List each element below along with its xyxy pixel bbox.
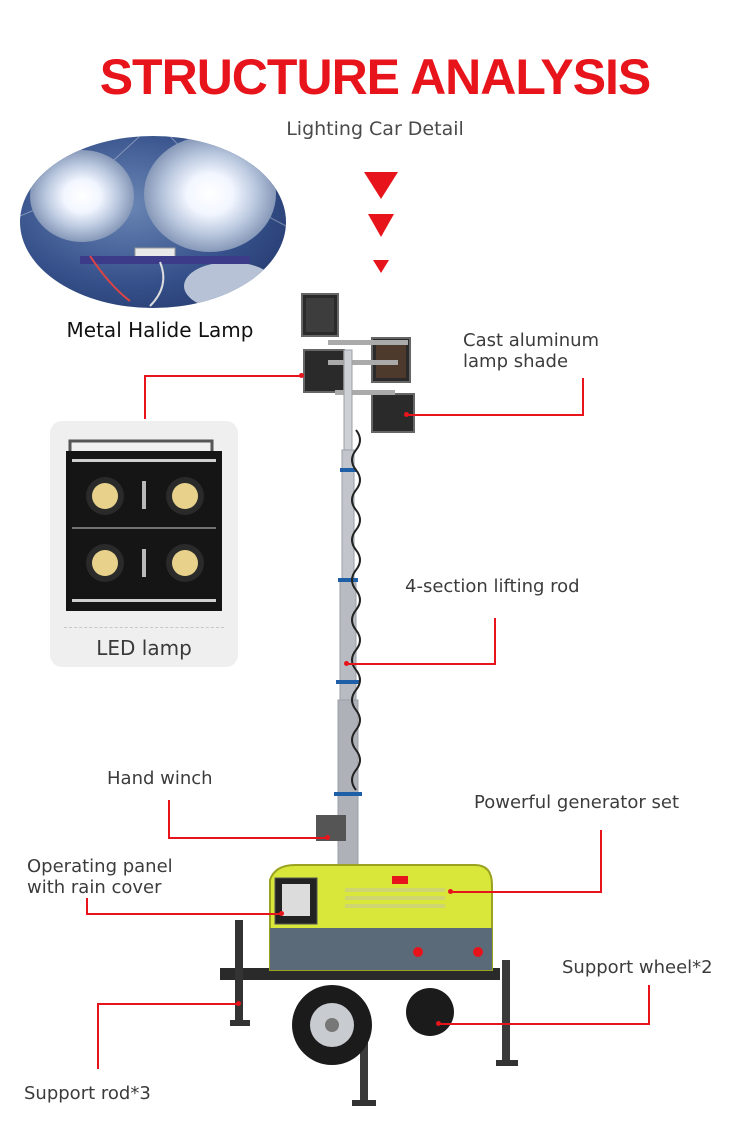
leader-dot — [344, 661, 349, 666]
callout-operating-panel: Operating panel with rain cover — [27, 856, 173, 898]
callout-generator: Powerful generator set — [474, 792, 680, 813]
leader-dot — [299, 373, 304, 378]
callout-lamp-shade: Cast aluminum lamp shade — [463, 330, 599, 372]
page-subtitle: Lighting Car Detail — [286, 118, 464, 140]
leader-line — [494, 618, 496, 665]
callout-lifting-rod: 4-section lifting rod — [405, 576, 580, 597]
callout-line: lamp shade — [463, 351, 569, 372]
arrow-down-icon — [368, 214, 394, 237]
leader-line — [408, 414, 584, 416]
leader-line — [144, 375, 302, 377]
leader-line — [97, 1003, 99, 1069]
led-lamp-label: LED lamp — [96, 636, 192, 660]
leader-dot — [404, 412, 409, 417]
leader-dot — [448, 889, 453, 894]
leader-line — [97, 1003, 239, 1005]
leader-line — [648, 985, 650, 1025]
callout-line: with rain cover — [27, 877, 162, 898]
lighting-tower-image — [220, 293, 518, 1106]
metal-halide-lamp-label: Metal Halide Lamp — [66, 318, 254, 342]
leader-dot — [236, 1001, 241, 1006]
divider — [64, 627, 224, 628]
arrow-down-icon — [364, 172, 398, 199]
led-lamp-image — [66, 439, 222, 611]
leader-dot — [325, 835, 330, 840]
page-title: STRUCTURE ANALYSIS — [99, 49, 652, 105]
leader-line — [86, 898, 88, 915]
leader-line — [144, 375, 146, 419]
leader-line — [86, 913, 282, 915]
callout-support-wheel: Support wheel*2 — [562, 957, 713, 978]
led-lamp-card — [50, 421, 238, 667]
leader-line — [168, 837, 328, 839]
leader-line — [440, 1023, 650, 1025]
leader-line — [600, 830, 602, 893]
leader-line — [452, 891, 602, 893]
leader-line — [348, 663, 496, 665]
leader-dot — [279, 911, 284, 916]
callout-support-rod: Support rod*3 — [24, 1083, 151, 1104]
leader-dot — [436, 1021, 441, 1026]
leader-line — [168, 800, 170, 839]
callout-line: Cast aluminum — [463, 330, 600, 351]
arrow-down-icon — [373, 260, 389, 273]
callout-line: Operating panel — [27, 856, 173, 877]
leader-line — [582, 378, 584, 416]
callout-hand-winch: Hand winch — [107, 768, 213, 789]
